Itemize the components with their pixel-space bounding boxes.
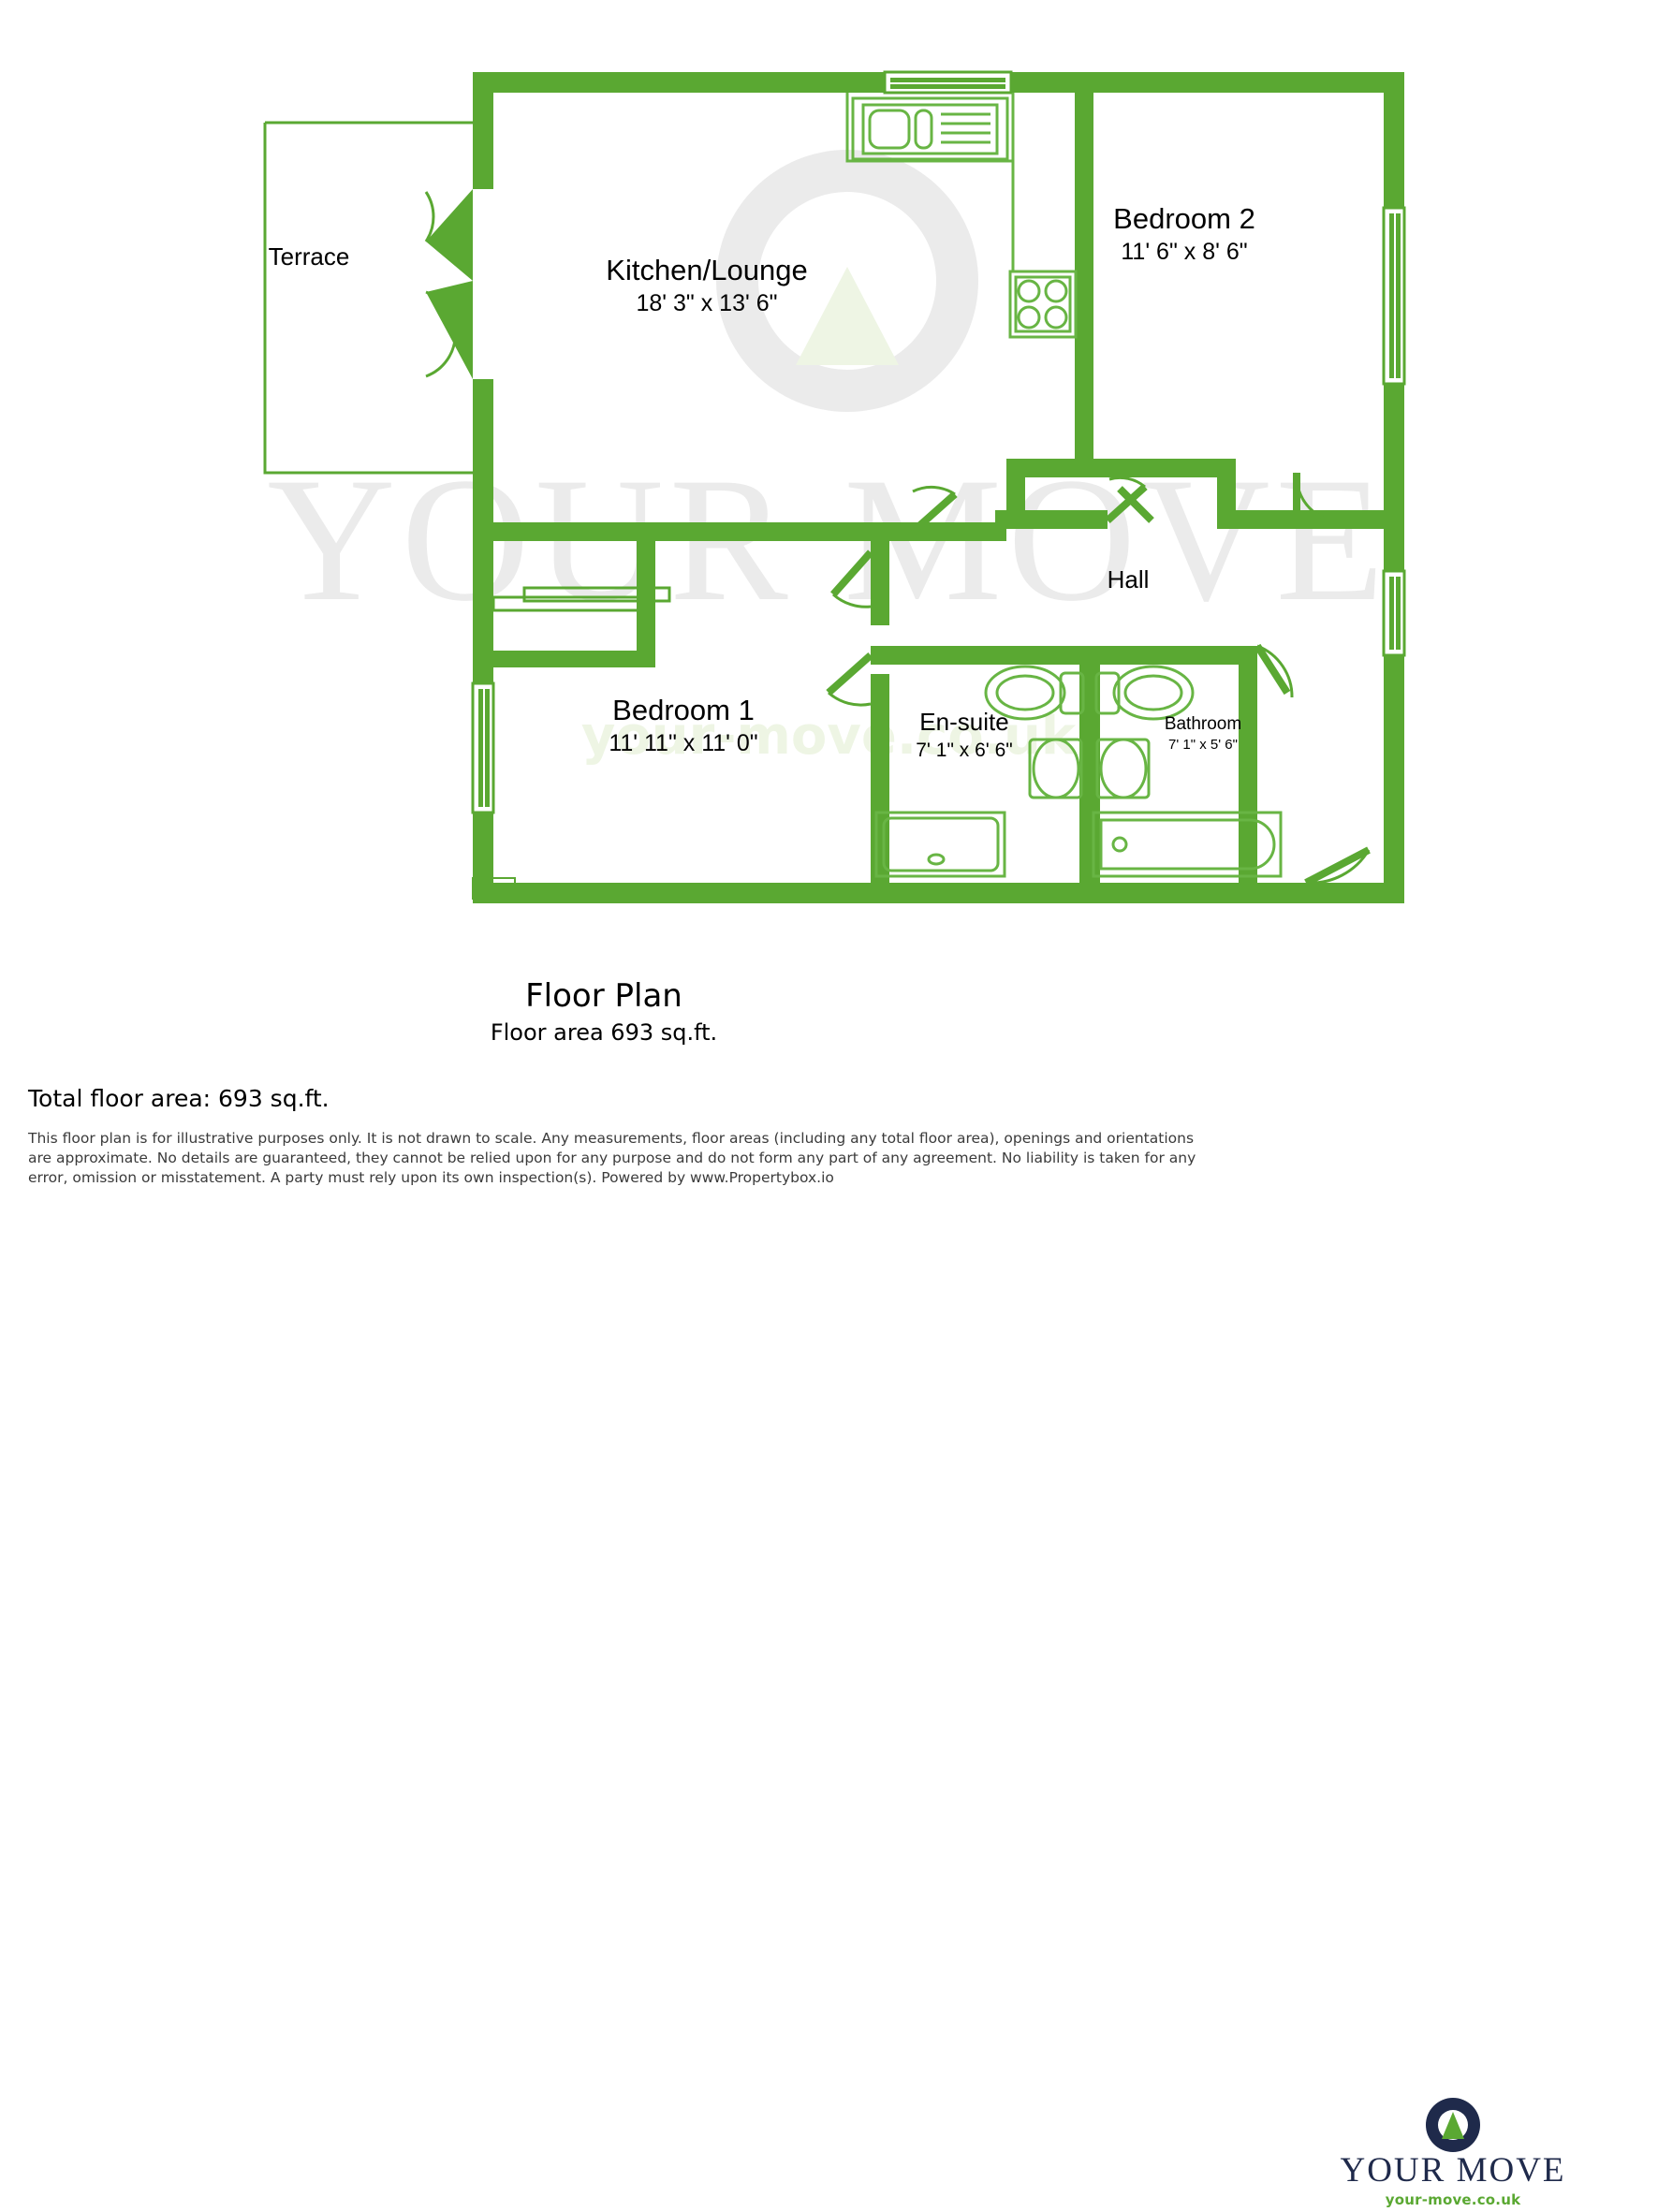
door-kitchen-hall — [910, 485, 958, 535]
wall-ensuite-top — [871, 646, 1091, 665]
toilet-icon-ensuite — [984, 665, 1085, 721]
your-move-logo: YOUR MOVE your-move.co.uk — [1266, 2095, 1640, 2212]
floor-mark — [472, 877, 516, 900]
terrace-doors — [424, 189, 473, 379]
door-swings — [826, 472, 1371, 886]
total-floor-area: Total floor area: 693 sq.ft. — [28, 1085, 330, 1112]
logo-url: your-move.co.uk — [1385, 2191, 1521, 2208]
terrace-door-leaf-upper — [426, 189, 473, 281]
wall-kitchen-south-a — [473, 522, 913, 541]
window-bedroom2 — [1382, 206, 1406, 386]
door-bedroom1 — [826, 652, 873, 707]
wall-bed2-stub — [1217, 459, 1236, 524]
ensuite-fixtures — [874, 665, 1085, 878]
wall-right-c — [1384, 655, 1404, 824]
page-title: Floor Plan — [525, 977, 682, 1015]
watermark-logo-icon — [716, 150, 978, 412]
wall-left-upper — [473, 72, 493, 189]
your-move-mark-icon — [1425, 2098, 1481, 2152]
wall-bathroom-right — [1239, 646, 1257, 903]
footer: Total floor area: 693 sq.ft. This floor … — [0, 1058, 1658, 2208]
wall-top-right — [1011, 72, 1404, 93]
kitchen-sink-icon — [851, 96, 1009, 161]
wall-kitchen-south-b — [913, 522, 1006, 541]
floor-plan-canvas: YOUR MOVE your-move.co.uk — [0, 0, 1658, 1046]
logo-wordmark: YOUR MOVE — [1340, 2151, 1566, 2190]
door-hall-centre-left — [1105, 476, 1148, 523]
wall-hall-left-top — [995, 510, 1108, 529]
shower-tray-icon — [874, 811, 1006, 878]
toilet-icon-bathroom — [1094, 665, 1195, 721]
wall-bed1-ensuite-upper — [871, 541, 889, 625]
plan-area-text: Floor area 693 sq.ft. — [490, 1019, 718, 1046]
door-store — [830, 549, 873, 608]
bath-icon — [1092, 811, 1283, 878]
terrace-door-leaf-lower — [426, 281, 473, 379]
wall-bathroom-top — [1091, 646, 1245, 665]
wall-right-b — [1384, 384, 1404, 571]
door-hall-centre-right — [1117, 486, 1154, 523]
wall-right-a — [1384, 72, 1404, 208]
window-kitchen-top — [883, 70, 1013, 95]
basin-icon-ensuite — [1028, 738, 1083, 799]
wall-hall-top-stub — [1006, 459, 1025, 524]
wall-bottom — [473, 883, 1404, 903]
wall-left-lower — [473, 379, 493, 903]
wall-hall-top — [1006, 459, 1236, 477]
window-hall — [1382, 569, 1406, 657]
disclaimer-text: This floor plan is for illustrative purp… — [28, 1130, 1196, 1186]
floor-plan-drawing: YOUR MOVE your-move.co.uk — [263, 70, 1406, 903]
terrace-outline — [263, 121, 476, 475]
window-bedroom1 — [471, 681, 495, 814]
door-bedroom2 — [1293, 472, 1347, 524]
windows — [471, 70, 1406, 814]
watermark-url: your-move.co.uk — [581, 706, 1078, 767]
wall-kitchen-bed2 — [1075, 72, 1093, 465]
door-bathroom — [1254, 643, 1294, 698]
wall-closet-bottom — [473, 651, 655, 667]
wardrobe — [492, 586, 671, 612]
wall-top-left — [473, 72, 885, 93]
plan-title-block: Floor Plan Floor area 693 sq.ft. — [0, 975, 1208, 1048]
basin-icon-bathroom — [1095, 738, 1151, 799]
cooker-hob-icon — [1008, 270, 1078, 339]
bathroom-fixtures — [1092, 665, 1283, 878]
door-entrance — [1304, 846, 1371, 886]
